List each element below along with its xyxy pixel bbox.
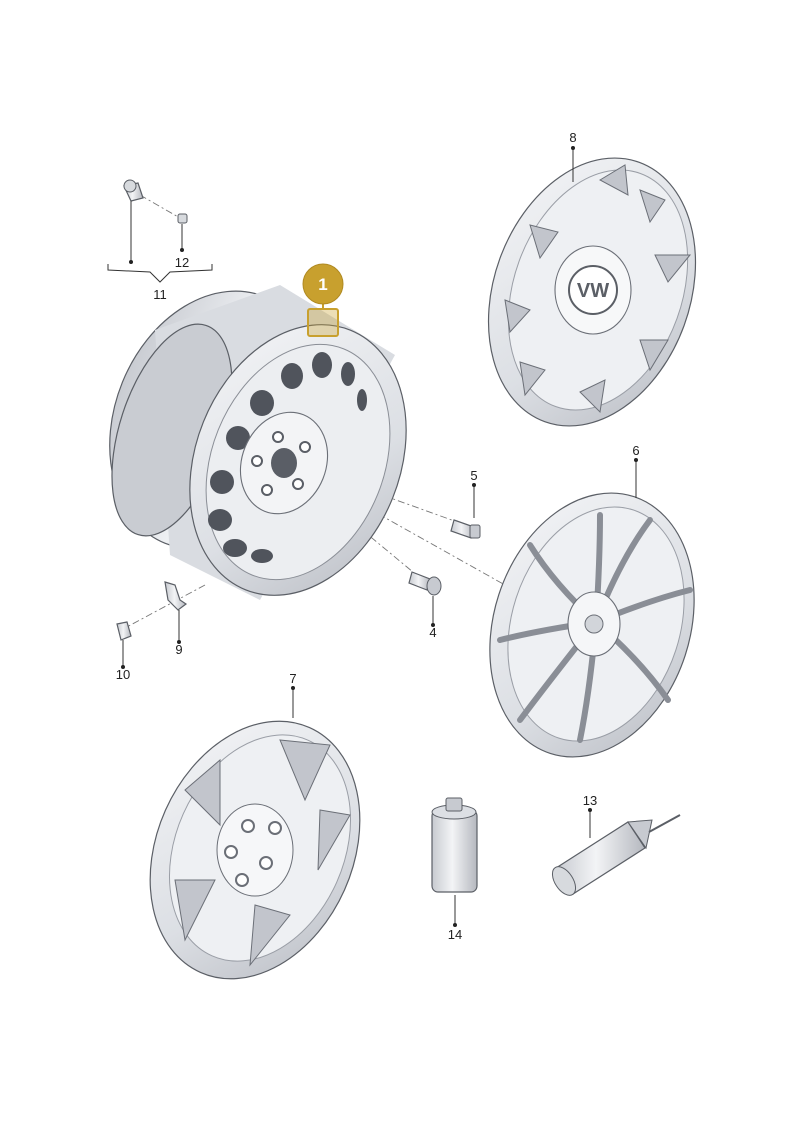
bolt-part-4 [408,571,442,596]
hotspot-badge-label[interactable]: 1 [318,275,327,294]
balance-weight-part-9 [164,581,188,611]
balance-weight-part-10 [116,621,132,641]
callout-8: 8 [569,130,576,145]
sealant-tube-part-13 [551,814,681,896]
callout-11: 11 [153,287,167,302]
callout-12: 12 [175,255,189,270]
wheel-cover-7 [149,720,361,980]
highlight-square-icon[interactable] [307,308,339,337]
wheel-cover-8: VW [487,157,697,427]
numbered-circle-icon[interactable] [302,263,344,305]
hotspot-part-1[interactable]: 1 [302,263,344,337]
callout-4: 4 [429,625,436,640]
vw-logo-icon: VW [577,280,609,302]
callout-labels: 8 6 5 4 7 9 10 11 12 13 14 [116,130,640,942]
leader-lines [107,146,638,927]
callout-13: 13 [583,793,597,808]
callout-9: 9 [175,642,182,657]
callout-6: 6 [632,443,639,458]
valve-cap-part-12 [177,213,188,224]
callout-10: 10 [116,667,130,682]
wheel-cover-6 [489,492,695,758]
steel-wheel [109,285,407,600]
bolt-part-5 [450,519,481,539]
valve-stem-part-11 [123,179,144,202]
callout-7: 7 [289,671,296,686]
callout-14: 14 [448,927,462,942]
fluid-bottle-part-14 [431,797,478,893]
callout-5: 5 [470,468,477,483]
